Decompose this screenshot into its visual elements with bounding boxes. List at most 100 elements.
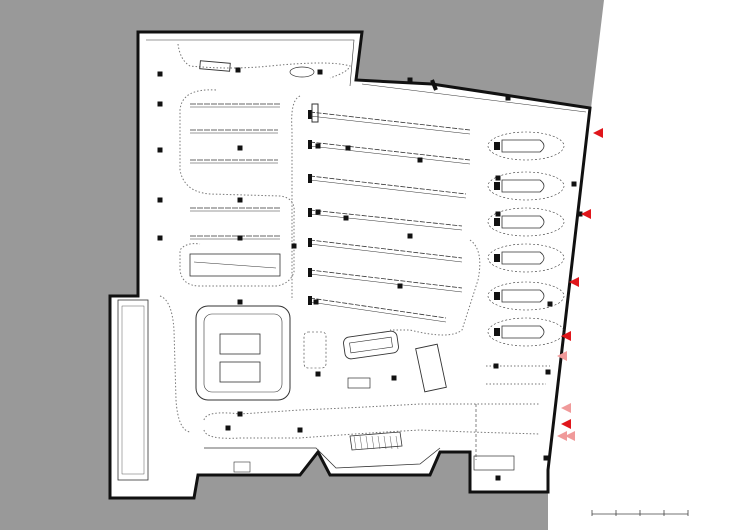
column-34 xyxy=(543,455,549,461)
checkout-counter-5 xyxy=(501,289,545,303)
display-island-a-inner xyxy=(349,336,393,354)
center-shelf-endcap-4 xyxy=(308,208,312,217)
display-box-d xyxy=(347,377,371,389)
checkout-pod-ring-3 xyxy=(487,207,565,237)
west-gondola-divider xyxy=(193,261,277,269)
south-stair-tread-4 xyxy=(371,435,375,450)
checkout-post-4 xyxy=(494,254,500,262)
entrance-marker-2 xyxy=(581,209,591,219)
south-backroom-wall xyxy=(204,447,441,469)
column-4 xyxy=(157,101,163,107)
south-stair-tread-7 xyxy=(389,435,393,450)
center-shelf-endcap-2 xyxy=(308,140,312,149)
south-backroom-box xyxy=(233,461,251,473)
column-31 xyxy=(495,475,501,481)
west-gondola-block xyxy=(189,253,281,277)
checkout-counter-3 xyxy=(501,215,545,229)
center-shelf-row-1-back xyxy=(309,115,471,135)
checkout-pod-ring-5 xyxy=(487,281,565,311)
scale-bar xyxy=(591,510,689,516)
atrium-counter-2 xyxy=(219,361,261,383)
center-shelf-row-6-back xyxy=(309,273,463,293)
entrance-marker-4 xyxy=(561,331,571,341)
column-2 xyxy=(235,67,241,73)
fixtures xyxy=(117,39,587,481)
columns xyxy=(157,67,583,481)
entrance-marker-1 xyxy=(593,128,603,138)
circulation-paths xyxy=(159,43,550,439)
west-strip-room-inner xyxy=(121,305,145,475)
column-24 xyxy=(495,175,501,181)
checkout-post-5 xyxy=(494,292,500,300)
center-shelf-row-2-back xyxy=(309,145,471,165)
center-shelf-endcap-3 xyxy=(308,174,312,183)
column-26 xyxy=(493,363,499,369)
center-endcap-tall xyxy=(311,103,319,123)
column-3 xyxy=(317,69,323,75)
column-10 xyxy=(237,235,243,241)
column-23 xyxy=(391,375,397,381)
entrance-marker-5 xyxy=(557,351,567,361)
display-island-a xyxy=(343,330,399,360)
checkout-post-1 xyxy=(494,142,500,150)
wall-notch xyxy=(430,79,438,91)
atrium-outer xyxy=(195,305,291,401)
south-stair-tread-8 xyxy=(395,435,399,450)
column-35 xyxy=(225,425,231,431)
checkout-counter-4 xyxy=(501,251,545,265)
column-25 xyxy=(495,211,501,217)
center-shelf-row-1 xyxy=(309,111,471,131)
center-shelf-row-5-back xyxy=(309,243,463,263)
column-30 xyxy=(577,211,583,217)
checkout-counter-1 xyxy=(501,139,545,153)
entrance-marker-3 xyxy=(569,277,579,287)
column-17 xyxy=(407,233,413,239)
north-oval-display xyxy=(289,66,315,78)
south-stair-tread-2 xyxy=(359,435,363,450)
atrium-counter-1 xyxy=(219,333,261,355)
column-22 xyxy=(315,371,321,377)
column-21 xyxy=(237,411,243,417)
building-footprint xyxy=(108,30,592,500)
southeast-room-box xyxy=(473,455,515,471)
column-8 xyxy=(237,197,243,203)
column-29 xyxy=(571,181,577,187)
south-stair-tread-3 xyxy=(365,435,369,450)
checkout-post-6 xyxy=(494,328,500,336)
column-36 xyxy=(297,427,303,433)
center-shelf-endcap-5 xyxy=(308,238,312,247)
circulation-loop-north xyxy=(177,43,351,79)
column-7 xyxy=(157,197,163,203)
column-28 xyxy=(547,301,553,307)
inner-wall-northeast xyxy=(361,83,587,113)
entrance-marker-8 xyxy=(565,431,575,441)
south-stair-tread-1 xyxy=(353,435,357,450)
entrance-marker-7 xyxy=(561,419,571,429)
entrance-marker-9 xyxy=(557,431,567,441)
column-9 xyxy=(157,235,163,241)
center-shelf-endcap-6 xyxy=(308,268,312,277)
column-13 xyxy=(315,143,321,149)
entrance-markers xyxy=(557,128,603,441)
column-27 xyxy=(545,369,551,375)
display-island-b xyxy=(415,343,447,393)
center-shelf-row-7 xyxy=(309,297,447,319)
column-32 xyxy=(407,77,413,83)
column-18 xyxy=(315,209,321,215)
south-stair xyxy=(349,431,403,451)
checkout-post-3 xyxy=(494,218,500,226)
entrance-marker-6 xyxy=(561,403,571,413)
center-shelf-row-2 xyxy=(309,141,471,161)
column-15 xyxy=(417,157,423,163)
column-16 xyxy=(343,215,349,221)
checkout-pod-ring-6 xyxy=(487,317,565,347)
checkout-pod-ring-2 xyxy=(487,171,565,201)
column-19 xyxy=(397,283,403,289)
center-shelf-row-3-back xyxy=(309,179,467,199)
checkout-pod-ring-4 xyxy=(487,243,565,273)
south-stair-tread-6 xyxy=(383,435,387,450)
circulation-loop-east xyxy=(390,239,481,336)
south-stair-tread-5 xyxy=(377,435,381,450)
north-display xyxy=(199,60,231,72)
